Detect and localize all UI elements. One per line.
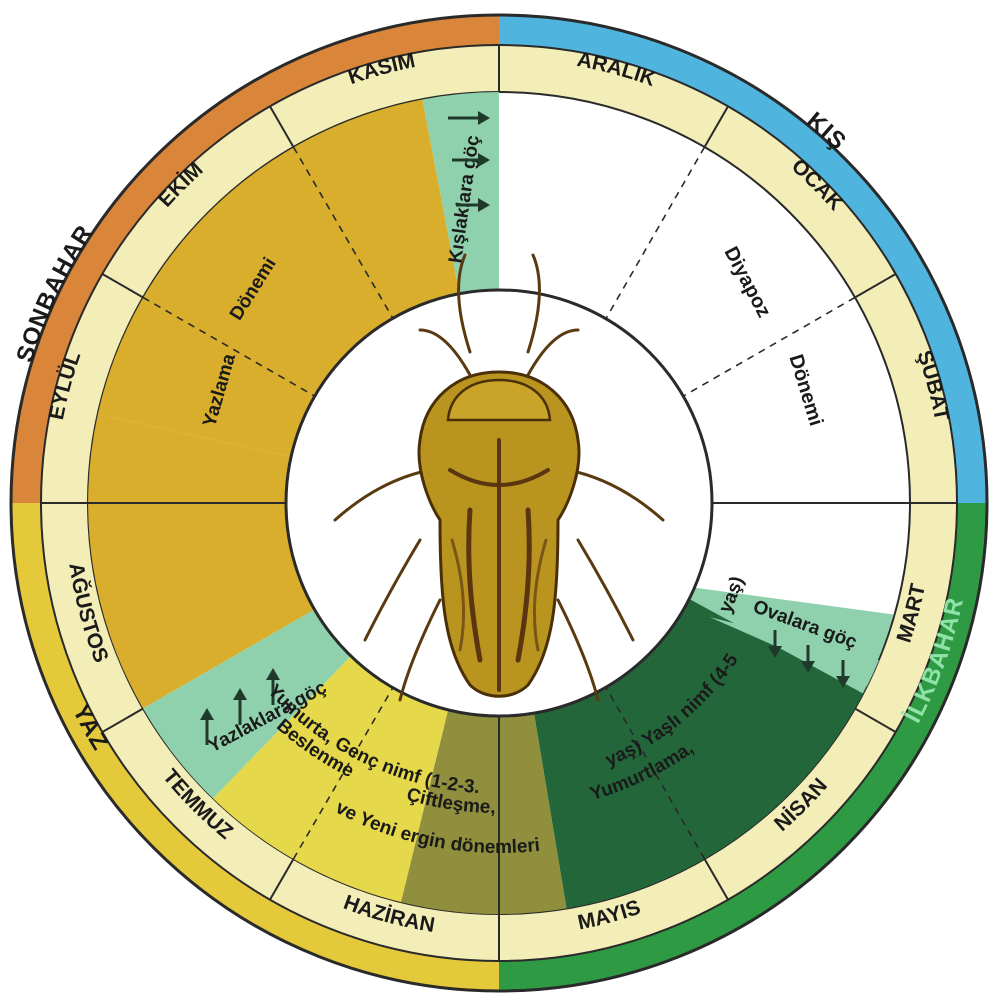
life-cycle-diagram: SONBAHAR KIŞ İLKBAHAR YAZ KASIM ARALIK O… bbox=[0, 0, 998, 1007]
cycle-wheel: SONBAHAR KIŞ İLKBAHAR YAZ KASIM ARALIK O… bbox=[0, 0, 998, 1007]
